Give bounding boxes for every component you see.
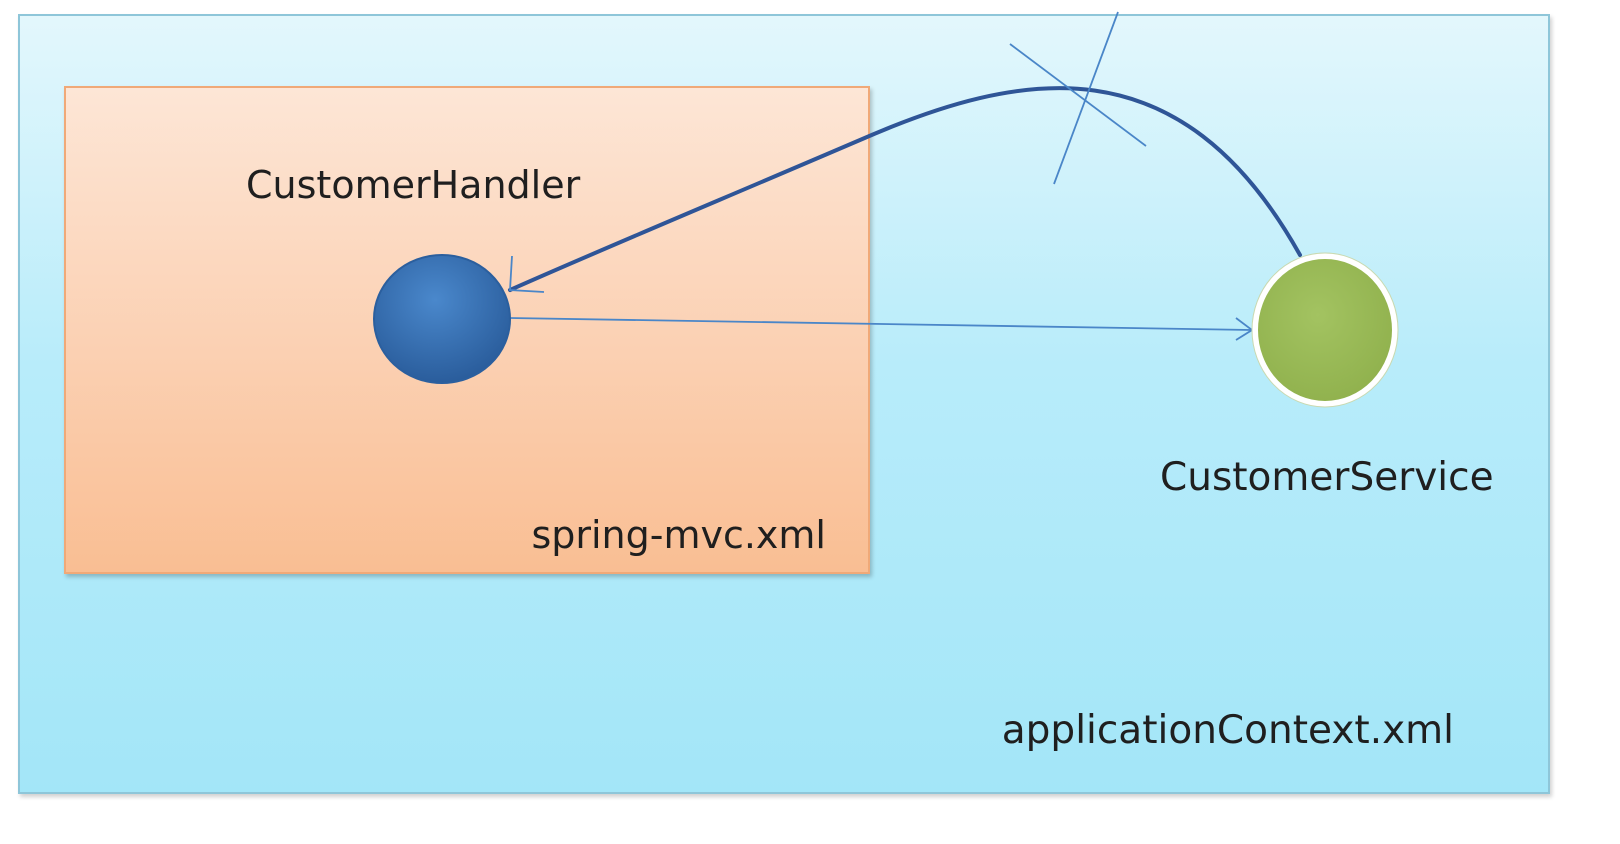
cross-mark-line-2 — [1053, 11, 1119, 185]
customer-handler-node — [373, 254, 511, 384]
service-to-handler-curve — [508, 86, 1302, 292]
curve-arrowhead — [509, 255, 545, 293]
customer-service-label: CustomerService — [1160, 455, 1494, 500]
cross-mark-line-1 — [1009, 43, 1147, 147]
handler-to-service-arrow — [509, 317, 1253, 331]
application-context-label: applicationContext.xml — [1001, 708, 1454, 753]
customer-service-node — [1252, 253, 1398, 407]
customer-service-node-outline — [1251, 252, 1399, 408]
spring-mvc-label: spring-mvc.xml — [531, 513, 826, 557]
customer-handler-label: CustomerHandler — [246, 163, 581, 207]
